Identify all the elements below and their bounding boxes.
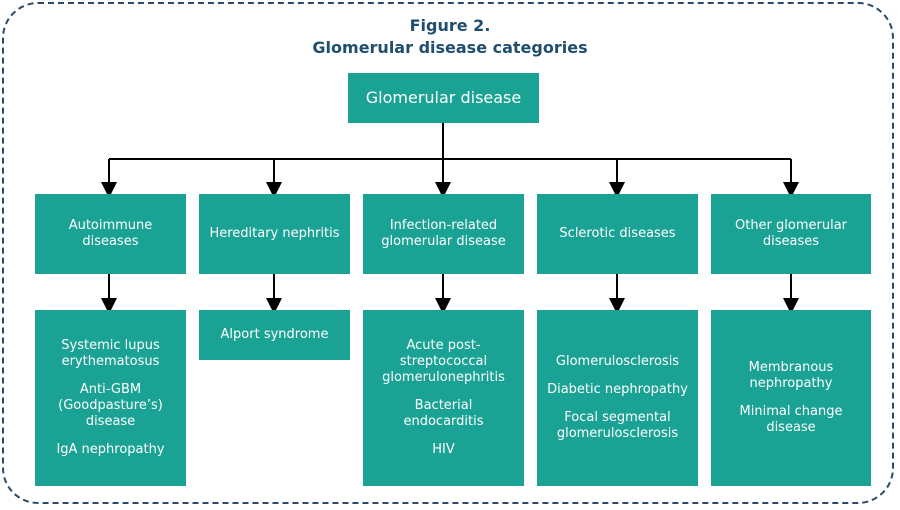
detail-item: Membranous nephropathy [748,360,834,391]
details-sclerotic: Glomerulosclerosis Diabetic nephropathy … [537,310,698,486]
details-other: Membranous nephropathy Minimal change di… [711,310,871,486]
detail-item: Diabetic nephropathy [547,382,688,397]
category-autoimmune: Autoimmune diseases [35,194,186,274]
category-other: Other glomerular diseases [711,194,871,274]
detail-item: Alport syndrome [220,327,329,342]
category-infection: Infection-related glomerular disease [363,194,524,274]
figure-label: Figure 2. [409,16,491,35]
detail-item: Bacterial endocarditis [403,398,484,429]
figure-title: Glomerular disease categories [312,38,588,57]
details-autoimmune: Systemic lupus erythematosus Anti-GBM (G… [35,310,186,486]
detail-item: Focal segmental glomerulosclerosis [556,410,679,441]
details-infection: Acute post-streptococcal glomerulonephri… [363,310,524,486]
category-hereditary: Hereditary nephritis [199,194,350,274]
detail-item: Glomerulosclerosis [555,354,680,369]
detail-item: Anti-GBM (Goodpasture’s) disease [58,382,163,429]
root-node: Glomerular disease [348,73,539,123]
detail-item: Acute post-streptococcal glomerulonephri… [382,338,505,385]
dashed-frame [2,2,894,504]
detail-item: IgA nephropathy [56,442,165,457]
detail-item: Systemic lupus erythematosus [61,338,160,369]
detail-item: HIV [432,442,455,457]
category-sclerotic: Sclerotic diseases [537,194,698,274]
detail-item: Minimal change disease [739,404,843,435]
details-hereditary: Alport syndrome [199,310,350,360]
